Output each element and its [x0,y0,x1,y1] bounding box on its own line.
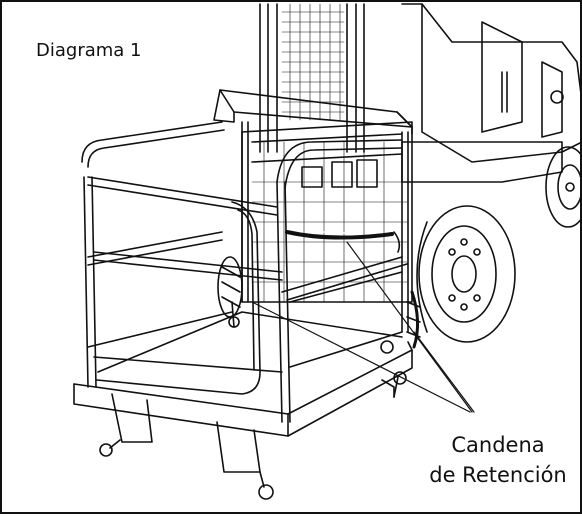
forklift-body [401,3,582,203]
forklift-front-wheel [416,205,516,343]
forklift-rear-wheel [545,146,582,228]
retention-chain-label: Candena de Retención [413,430,582,490]
side-chain-left [217,256,243,328]
callout-line-2: de Retención [429,463,567,487]
callout-leader-lines [251,241,475,413]
casters [99,340,407,500]
cage-base-platform [73,311,413,473]
diagram-title: Diagrama 1 [36,40,142,61]
work-cage-frame [81,121,409,423]
forklift-mast [259,3,365,153]
callout-line-1: Candena [451,433,545,457]
retention-chain [285,227,401,253]
side-chain-right [406,290,421,349]
cage-top-shelf [213,89,413,135]
